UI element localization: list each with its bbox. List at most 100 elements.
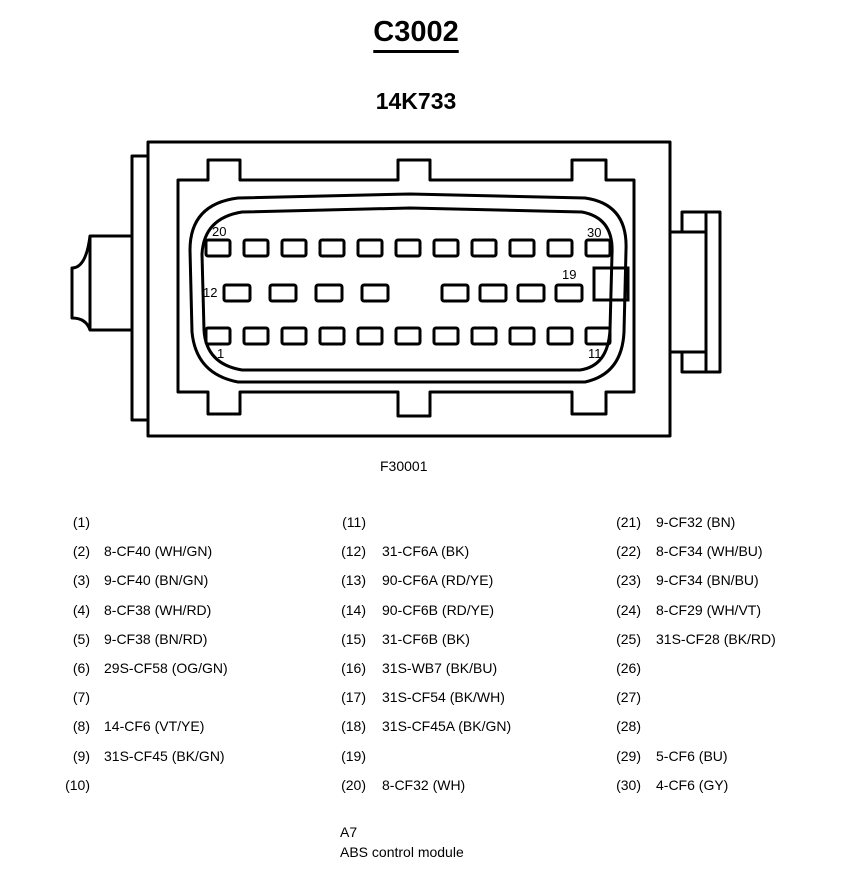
pin-row: (22)8-CF34 (WH/BU) xyxy=(0,543,762,565)
pin-number: (10) xyxy=(65,776,90,793)
pin-circuit: 31S-CF28 (BK/RD) xyxy=(656,630,776,647)
pin-17 xyxy=(478,283,508,303)
pin-13 xyxy=(268,283,298,303)
pin-row: (16) 31S-WB7 (BK/BU) xyxy=(0,660,497,682)
pin-number: (17) xyxy=(341,689,366,706)
pin-circuit: 5-CF6 (BU) xyxy=(656,747,728,764)
pin-circuit: 8-CF29 (WH/VT) xyxy=(656,601,761,618)
pin-row: (26) xyxy=(0,660,641,682)
pin-circuit: 29S-CF58 (OG/GN) xyxy=(104,660,228,676)
left-housing-step xyxy=(130,154,148,422)
left-latch xyxy=(70,234,132,332)
pin-number: (9) xyxy=(72,747,90,764)
pin-number: (30) xyxy=(616,776,641,793)
pin-23 xyxy=(318,238,346,258)
pin-row: (29) 5-CF6 (BU) xyxy=(0,747,727,770)
pin-19 xyxy=(554,283,584,303)
pin-row: (1) xyxy=(0,514,90,536)
pin-number: (16) xyxy=(341,660,366,676)
pin-1 xyxy=(204,326,232,346)
pin-9 xyxy=(508,326,536,346)
pin-number: (22) xyxy=(616,543,641,560)
pin-label-30: 30 xyxy=(587,225,601,240)
pin-number: (20) xyxy=(341,776,366,793)
pin-circuit: 4-CF6 (GY) xyxy=(656,776,729,793)
pin-row: (19) xyxy=(0,748,366,770)
pin-6 xyxy=(394,326,422,346)
pin-16 xyxy=(440,283,470,303)
pin-number: (1) xyxy=(72,514,90,530)
pin-label-1: 1 xyxy=(217,346,224,361)
pin-row: (28) xyxy=(0,718,641,740)
pin-circuit: 8-CF40 (WH/GN) xyxy=(104,543,213,560)
pin-4 xyxy=(318,326,346,346)
pin-number: (8) xyxy=(72,718,90,735)
pin-11 xyxy=(584,326,612,346)
pin-row: (11) xyxy=(0,514,366,536)
pin-row: (30) 4-CF6 (GY) xyxy=(0,776,728,799)
pin-row: (12)31-CF6A (BK) xyxy=(0,543,469,565)
pin-row: (14) 90-CF6B (RD/YE) xyxy=(0,601,494,624)
pin-circuit: 90-CF6B (RD/YE) xyxy=(382,601,495,618)
pin-circuit: 8-CF38 (WH/RD) xyxy=(104,601,212,618)
pin-number: (7) xyxy=(72,689,90,706)
pin-row: (10) xyxy=(0,777,90,799)
pin-number: (29) xyxy=(616,747,641,764)
pin-30 xyxy=(584,238,612,258)
pin-number: (14) xyxy=(341,601,366,618)
pin-label-11: 11 xyxy=(588,346,602,361)
pin-row: (18)31S-CF45A (BK/GN) xyxy=(0,718,511,740)
pin-14 xyxy=(314,283,344,303)
pin-circuit: 31S-CF45 (BK/GN) xyxy=(104,747,225,764)
pin-circuit: 9-CF34 (BN/BU) xyxy=(656,572,759,589)
pin-number: (25) xyxy=(616,630,641,647)
pin-22 xyxy=(280,238,308,258)
component-ref: A7 xyxy=(340,824,358,840)
pin-24 xyxy=(356,238,384,258)
pin-number: (27) xyxy=(616,689,641,706)
pin-number: (26) xyxy=(616,660,641,676)
pin-row: (20) 8-CF32 (WH) xyxy=(0,776,465,799)
pin-row: (9) 31S-CF45 (BK/GN) xyxy=(0,747,225,770)
pin-circuit: 31-CF6A (BK) xyxy=(382,543,470,560)
pin-15 xyxy=(360,283,390,303)
pin-row: (6) 29S-CF58 (OG/GN) xyxy=(0,660,228,682)
pin-row: (2)8-CF40 (WH/GN) xyxy=(0,543,212,565)
pin-row: (13)90-CF6A (RD/YE) xyxy=(0,572,493,594)
pin-8 xyxy=(470,326,498,346)
pin-20 xyxy=(204,238,232,258)
pin-row: (15)31-CF6B (BK) xyxy=(0,630,470,653)
pin-number: (23) xyxy=(616,572,641,589)
pin-5 xyxy=(356,326,384,346)
part-number: 14K733 xyxy=(375,88,457,114)
pin-number: (6) xyxy=(72,660,90,676)
pin-27 xyxy=(470,238,498,258)
pin-label-12: 12 xyxy=(203,285,217,300)
pin-7 xyxy=(432,326,460,346)
pin-row: (7) xyxy=(0,689,90,711)
pin-number: (21) xyxy=(616,514,641,530)
pin-29 xyxy=(546,238,574,258)
pin-number: (3) xyxy=(72,572,90,589)
pin-26 xyxy=(432,238,460,258)
figure-id: F30001 xyxy=(380,458,428,474)
pin-row: (24)8-CF29 (WH/VT) xyxy=(0,602,761,624)
component-footer: A7 ABS control module xyxy=(340,822,464,862)
pin-circuit: 8-CF32 (WH) xyxy=(382,776,466,793)
outer-cavity-wall xyxy=(188,192,628,384)
pin-row: (23) 9-CF34 (BN/BU) xyxy=(0,572,759,594)
right-latch xyxy=(670,210,708,374)
pin-label-20: 20 xyxy=(212,224,226,239)
pin-28 xyxy=(508,238,536,258)
pin-25 xyxy=(394,238,422,258)
pin-row: (4)8-CF38 (WH/RD) xyxy=(0,602,211,624)
connector-face-diagram: 20 30 12 19 1 11 xyxy=(70,140,722,438)
pin-circuit: 31S-WB7 (BK/BU) xyxy=(382,660,498,676)
pin-circuit: 14-CF6 (VT/YE) xyxy=(104,718,205,735)
pin-2 xyxy=(242,326,270,346)
pin-number: (15) xyxy=(341,630,366,647)
pin-row: (17)31S-CF54 (BK/WH) xyxy=(0,689,505,711)
pin-row: (3) 9-CF40 (BN/GN) xyxy=(0,572,208,594)
component-description: ABS control module xyxy=(340,844,464,860)
pin-circuit: 9-CF40 (BN/GN) xyxy=(104,572,209,589)
